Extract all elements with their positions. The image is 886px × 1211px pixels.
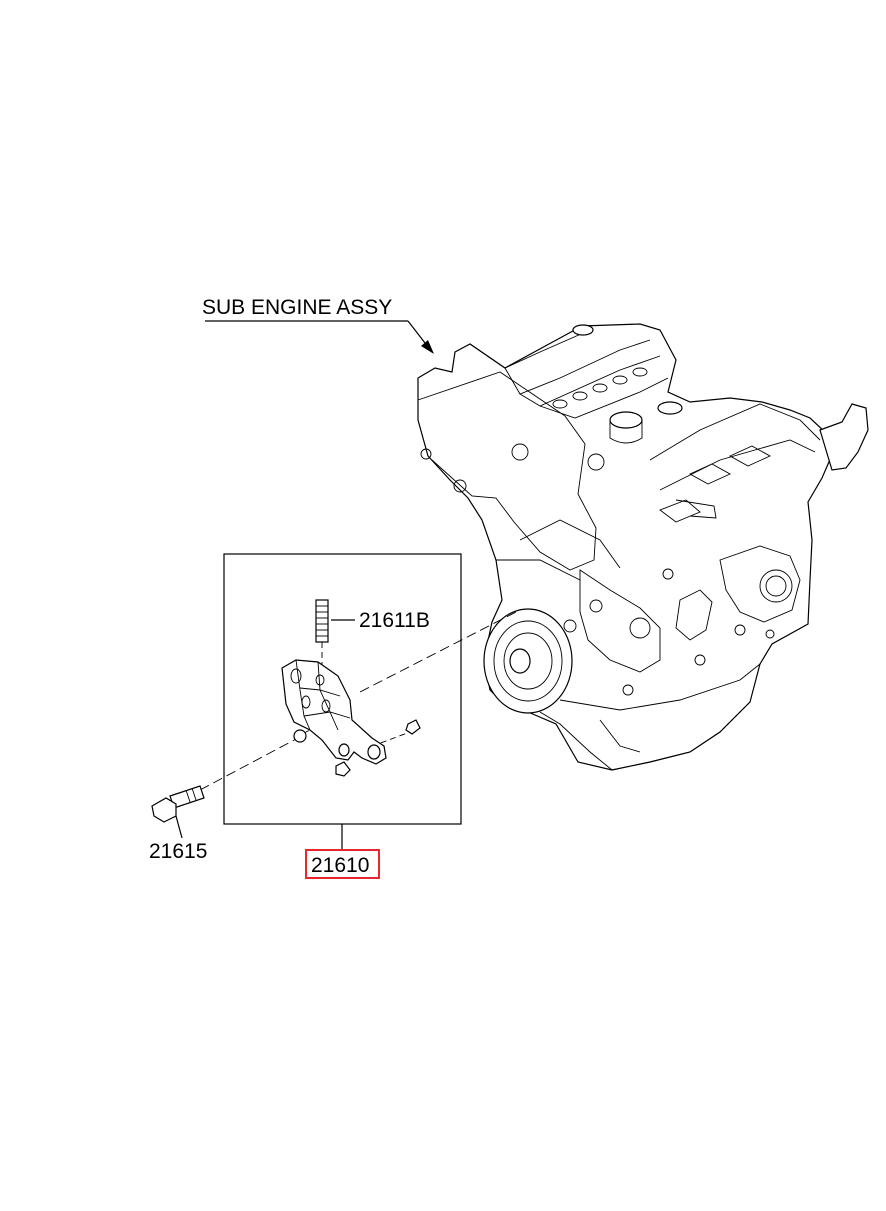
bolt-part-number: 21615 <box>149 840 207 863</box>
stud-part-number: 21611B <box>359 609 430 632</box>
sub-engine-leader <box>205 320 434 354</box>
sub-engine-illustration <box>417 323 869 771</box>
highlight-box <box>305 849 380 879</box>
nut-icon <box>335 719 421 777</box>
mounting-centerlines <box>199 609 521 791</box>
stud-21611b-icon <box>315 599 329 643</box>
bolt-leader <box>175 815 183 839</box>
bracket-part-number[interactable]: 21610 <box>311 854 369 877</box>
sub-engine-assy-label: SUB ENGINE ASSY <box>202 296 392 319</box>
bolt-21615-icon <box>151 785 205 823</box>
engine-mount-bracket-icon <box>281 659 387 765</box>
